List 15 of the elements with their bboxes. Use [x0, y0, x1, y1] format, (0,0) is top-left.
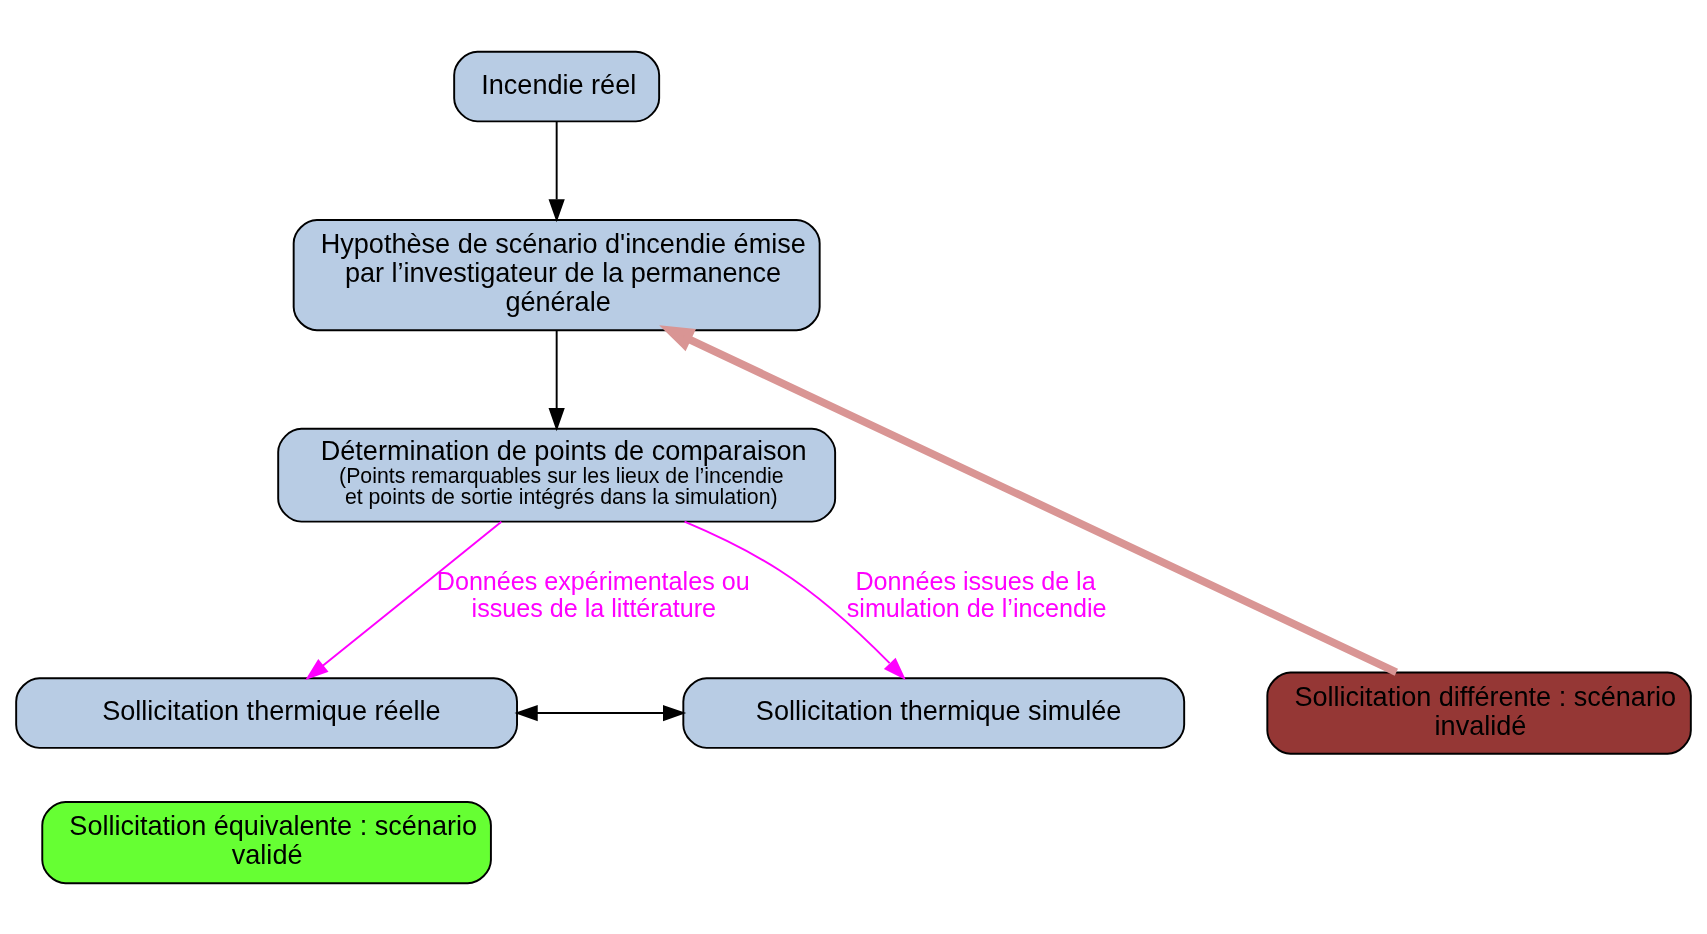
node-box: Détermination de points de comparaison (Points remarquables sur les lieux de l’incendie et points de sortie intégrés dans la simulation): [277, 427, 837, 523]
node-box: Sollicitation équivalente : scénario validé: [41, 800, 492, 884]
node-box: Incendie réel: [453, 50, 661, 122]
node-box: Sollicitation différente : scénario invalidé: [1266, 671, 1692, 755]
arrow: [548, 329, 565, 431]
arrow: [659, 324, 1398, 676]
arrow: [305, 520, 503, 680]
edge-label: Données issues de la simulation de l’incendie: [846, 566, 1107, 622]
node-box: Hypothèse de scénario d'incendie émise par l’investigateur de la permanence générale: [292, 218, 821, 331]
edge-label: Données expérimentales ou issues de la littérature: [436, 566, 750, 622]
arrow: [683, 520, 906, 680]
arrow: [548, 120, 565, 222]
node-box: Sollicitation thermique réelle: [15, 676, 518, 749]
node-box: Sollicitation thermique simulée: [682, 676, 1186, 749]
arrow: [514, 704, 687, 721]
